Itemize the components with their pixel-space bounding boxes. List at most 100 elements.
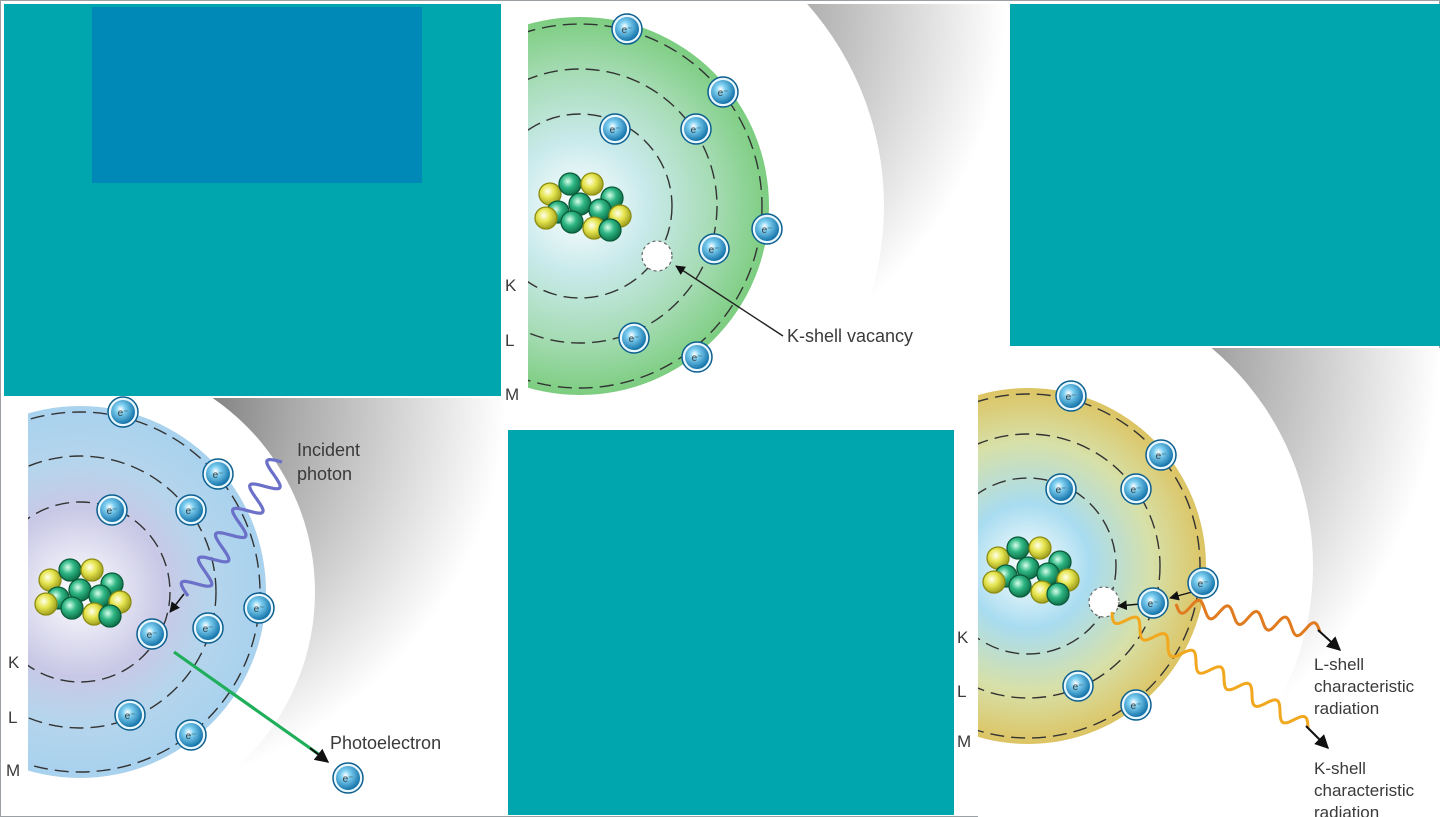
- electron-symbol: e⁻: [254, 604, 265, 615]
- incident-photon-wave: [179, 458, 283, 597]
- proton-particle: [982, 570, 1006, 594]
- neutron-particle: [98, 604, 122, 628]
- teal-block-top-right: [1010, 4, 1440, 346]
- electron-symbol: e⁻: [1056, 485, 1067, 496]
- electron-symbol: e⁻: [622, 25, 633, 36]
- blue-block: [92, 7, 422, 183]
- panel-characteristic-radiation: e⁻ e⁻ e⁻ e⁻ e⁻ e⁻ e⁻ e⁻ K L M L-shell character…: [957, 348, 1440, 817]
- panel3-shell-l: [978, 433, 1161, 699]
- panel1-nucleus: [34, 558, 132, 628]
- electron-particle: e⁻: [681, 341, 713, 373]
- electron-symbol: e⁻: [1066, 392, 1077, 403]
- electron-particle: e⁻: [114, 699, 146, 731]
- proton-particle: [580, 172, 604, 196]
- electron-symbol: e⁻: [1073, 682, 1084, 693]
- vacancy-pointer-arrow: [675, 265, 784, 337]
- panel3-shell-k: [978, 477, 1117, 655]
- electron-symbol: e⁻: [213, 470, 224, 481]
- electron-symbol: e⁻: [1131, 485, 1142, 496]
- neutron-particle: [560, 210, 584, 234]
- electron-particle: e⁻: [611, 13, 643, 45]
- l-shell-label-line3: radiation: [1314, 699, 1379, 718]
- electron-symbol: e⁻: [118, 408, 129, 419]
- panel-vacancy: e⁻ e⁻ e⁻ e⁻ e⁻ e⁻ e⁻ e⁻ K L M K-shell vacancy: [505, 4, 1006, 428]
- panel3-vacancy-hole: [1088, 586, 1120, 618]
- neutron-particle: [1006, 536, 1030, 560]
- electron-particle: e⁻: [107, 396, 139, 428]
- electron-particle: e⁻: [1137, 587, 1169, 619]
- k-shell-label-line2: characteristic: [1314, 781, 1415, 800]
- electron-particle: e⁻: [698, 233, 730, 265]
- panel1-shell-m: [28, 411, 261, 773]
- electron-particle: e⁻: [1187, 567, 1219, 599]
- electron-symbol: e⁻: [186, 506, 197, 517]
- k-shell-vacancy-label: K-shell vacancy: [787, 326, 913, 346]
- electron-symbol: e⁻: [1131, 701, 1142, 712]
- electron-particle: e⁻: [1120, 473, 1152, 505]
- l-shell-label-line2: characteristic: [1314, 677, 1415, 696]
- panel3-atom: [978, 388, 1206, 744]
- incident-photon-arrowhead: [169, 593, 185, 613]
- electron-symbol: e⁻: [762, 225, 773, 236]
- panel3-label-k: K: [957, 628, 969, 647]
- photoelectron-particle: e⁻: [332, 762, 364, 794]
- panel3-label-m: M: [957, 732, 971, 751]
- electron-particle: e⁻: [1120, 689, 1152, 721]
- photoelectron-arrowhead: [309, 747, 330, 763]
- k-shell-radiation-arrowhead: [1305, 725, 1329, 749]
- panel1-shell-k: [28, 501, 171, 683]
- panel1-label-m: M: [6, 761, 20, 780]
- electron-symbol: e⁻: [147, 630, 158, 641]
- electron-symbol: e⁻: [610, 125, 621, 136]
- neutron-particle: [598, 218, 622, 242]
- electron-particle: e⁻: [1045, 473, 1077, 505]
- k-shell-radiation-wave: [1110, 611, 1310, 729]
- panel1-label-l: L: [8, 708, 17, 727]
- electron-symbol: e⁻: [1148, 599, 1159, 610]
- electron-particle: e⁻: [680, 113, 712, 145]
- electron-symbol: e⁻: [125, 711, 136, 722]
- neutron-particle: [60, 596, 84, 620]
- photoelectron-track: [173, 650, 325, 760]
- panel1-electrons: e⁻ e⁻ e⁻ e⁻ e⁻ e⁻ e⁻ e⁻ e⁻ e⁻: [96, 396, 364, 794]
- electron-symbol: e⁻: [107, 506, 118, 517]
- proton-particle: [34, 592, 58, 616]
- l-shell-radiation-wave: [1174, 598, 1322, 638]
- l-shell-radiation-arrowhead: [1317, 629, 1342, 651]
- electron-particle: e⁻: [1145, 439, 1177, 471]
- panel1-atom: [28, 406, 266, 778]
- photoelectron-label: Photoelectron: [330, 733, 441, 753]
- electron-symbol: e⁻: [718, 88, 729, 99]
- incident-photon-label-line2: photon: [297, 464, 352, 484]
- incident-photon-label-line1: Incident: [297, 440, 360, 460]
- electron-symbol: e⁻: [203, 624, 214, 635]
- electron-particle: e⁻: [618, 322, 650, 354]
- panel2-shell-m: [528, 23, 763, 389]
- electron-symbol: e⁻: [186, 731, 197, 742]
- neutron-particle: [58, 558, 82, 582]
- electron-symbol: e⁻: [1198, 579, 1209, 590]
- panel3-label-l: L: [957, 682, 966, 701]
- neutron-particle: [558, 172, 582, 196]
- electron-particle: e⁻: [243, 592, 275, 624]
- electron-symbol: e⁻: [629, 334, 640, 345]
- electron-symbol: e⁻: [692, 353, 703, 364]
- k-shell-label-line1: K-shell: [1314, 759, 1366, 778]
- electron-particle: e⁻: [192, 612, 224, 644]
- panel2-label-l: L: [505, 331, 514, 350]
- electron-particle: e⁻: [707, 76, 739, 108]
- electron-symbol: e⁻: [1156, 451, 1167, 462]
- panel2-electrons: e⁻ e⁻ e⁻ e⁻ e⁻ e⁻ e⁻ e⁻: [599, 13, 783, 373]
- panel2-label-m: M: [505, 385, 519, 404]
- panel3-nucleus: [982, 536, 1080, 606]
- panel3-shell-m: [978, 393, 1201, 739]
- l-shell-label-line1: L-shell: [1314, 655, 1364, 674]
- electron-particle: e⁻: [136, 618, 168, 650]
- electron-particle: e⁻: [599, 113, 631, 145]
- electron-particle: e⁻: [202, 458, 234, 490]
- panel2-label-k: K: [505, 276, 517, 295]
- proton-particle: [534, 206, 558, 230]
- neutron-particle: [1008, 574, 1032, 598]
- l-to-k-transition-arrow: [1117, 600, 1141, 611]
